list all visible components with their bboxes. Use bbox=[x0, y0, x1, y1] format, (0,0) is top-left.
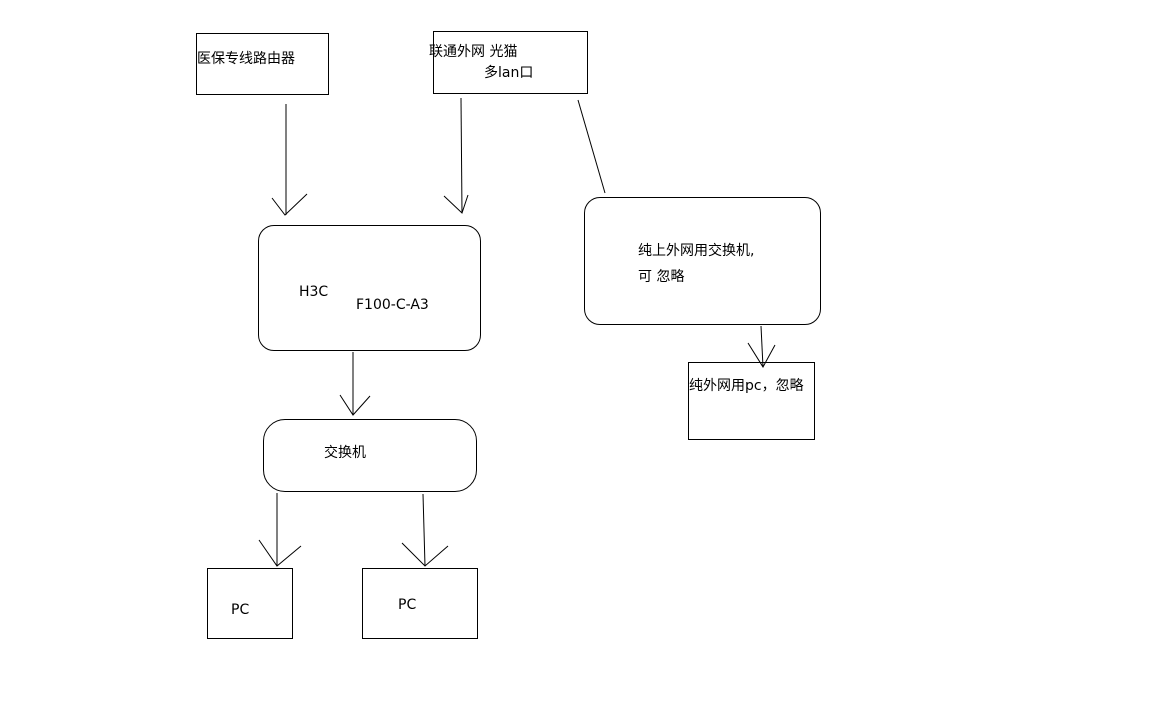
edge-h3c-to-switch bbox=[339, 352, 371, 416]
edge-external-switch-to-external-pc bbox=[747, 325, 776, 368]
medical-router-node bbox=[196, 33, 329, 95]
edge-switch-to-pc-right bbox=[401, 493, 449, 567]
edge-unicom-modem-to-external-switch bbox=[577, 99, 606, 194]
h3c-brand-label: H3C bbox=[299, 284, 329, 300]
external-pc-label: 纯外网用pc，忽略 bbox=[689, 378, 804, 394]
pc-left-node bbox=[207, 568, 293, 639]
h3c-model-label: F100-C-A3 bbox=[356, 297, 429, 313]
medical-router-label: 医保专线路由器 bbox=[197, 51, 295, 67]
unicom-modem-label-line2: 多lan口 bbox=[484, 65, 534, 81]
pc-right-node bbox=[362, 568, 478, 639]
pc-left-label: PC bbox=[231, 602, 250, 618]
edge-switch-to-pc-left bbox=[258, 493, 302, 567]
switch-label: 交换机 bbox=[324, 445, 366, 461]
switch-node bbox=[263, 419, 477, 492]
external-switch-label-line1: 纯上外网用交换机, bbox=[638, 243, 755, 259]
external-switch-label-line2: 可 忽略 bbox=[638, 269, 685, 285]
h3c-router-node bbox=[258, 225, 481, 351]
external-switch-node bbox=[584, 197, 821, 325]
unicom-modem-node bbox=[433, 31, 588, 94]
external-pc-node bbox=[688, 362, 815, 440]
edge-unicom-modem-to-h3c bbox=[443, 97, 469, 214]
edge-medical-router-to-h3c bbox=[271, 104, 308, 216]
unicom-modem-label-line1: 联通外网 光猫 bbox=[429, 44, 518, 60]
pc-right-label: PC bbox=[398, 597, 417, 613]
